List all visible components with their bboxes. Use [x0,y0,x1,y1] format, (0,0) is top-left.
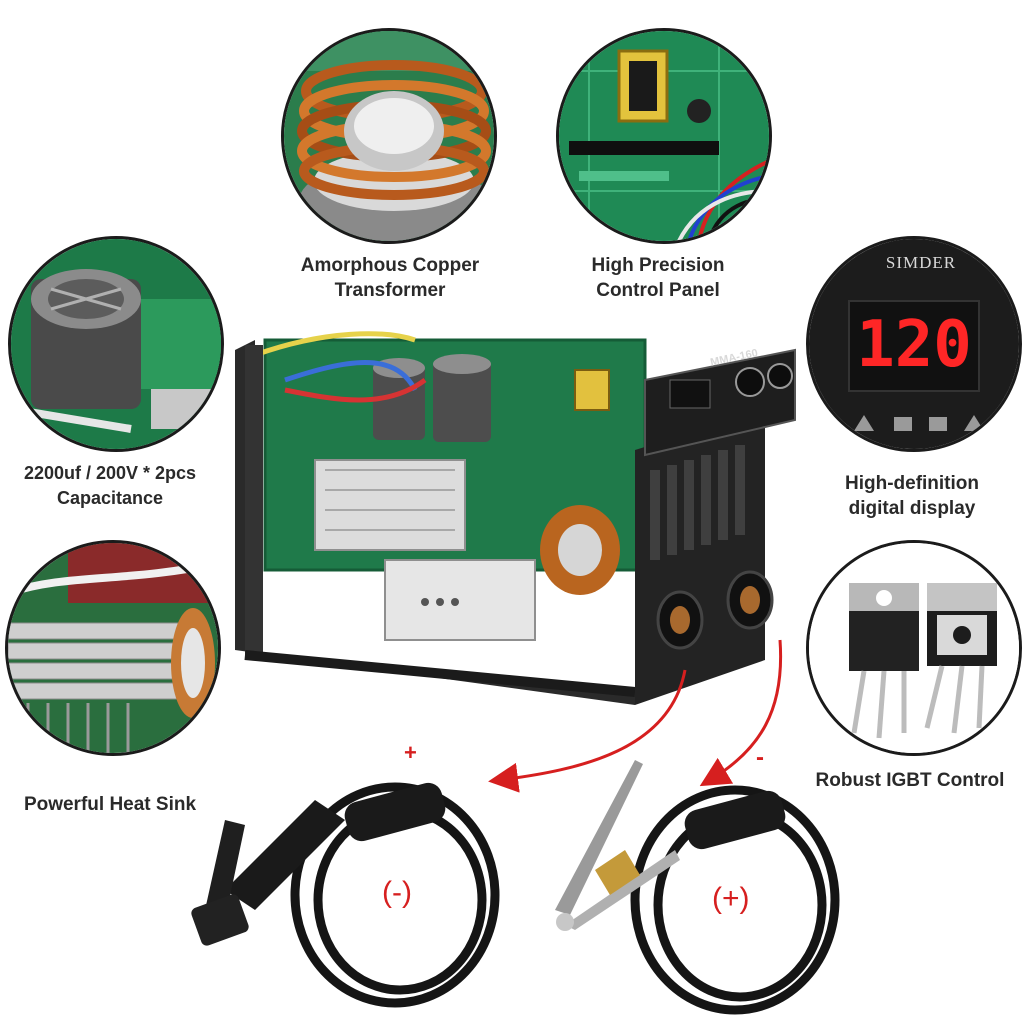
capacitance-caption-line1: 2200uf / 200V * 2pcs [23,463,197,483]
control-panel-caption: High Precision Control Panel [538,253,778,303]
control-panel-caption-line2: Control Panel [596,280,720,301]
control-panel-caption-line1: High Precision [591,255,725,276]
capacitor-closeup [8,236,224,452]
welder-machine [235,331,796,705]
arrow-left-sign: + [404,740,417,765]
igbt-caption: Robust IGBT Control [815,770,1005,791]
heat-sink-closeup [5,540,221,756]
capacitance-caption: 2200uf / 200V * 2pcs Capacitance [0,461,220,511]
transformer-closeup [281,28,497,244]
control-panel-closeup [556,28,772,244]
heat-sink-caption: Powerful Heat Sink [23,794,197,815]
arrow-right-sign: - [756,744,764,771]
clamp-polarity: (+) [712,882,750,915]
igbt-transistor-right [924,583,997,734]
igbt-transistor-left [849,583,919,739]
display-caption-line2: digital display [848,498,976,519]
electrode-holder-cable [191,782,500,1008]
display-caption-line1: High-definition [844,473,980,494]
display-brand-label: SIMDER [885,253,957,272]
capacitance-caption-line2: Capacitance [56,488,164,508]
transformer-caption-line1: Amorphous Copper [300,255,480,276]
holder-polarity: (-) [382,876,412,909]
transformer-caption-line2: Transformer [334,280,446,301]
igbt-closeup [806,540,1022,756]
arrow-to-holder [488,669,687,793]
display-value: 120 [856,308,972,382]
polarity-arrows [488,639,783,793]
ground-clamp-cable [555,760,840,1015]
digital-display-closeup: S SIMDER 120 [806,236,1022,452]
arrow-to-clamp [699,639,783,787]
display-caption: High-definition digital display [800,471,1024,521]
transformer-caption: Amorphous Copper Transformer [260,253,520,303]
